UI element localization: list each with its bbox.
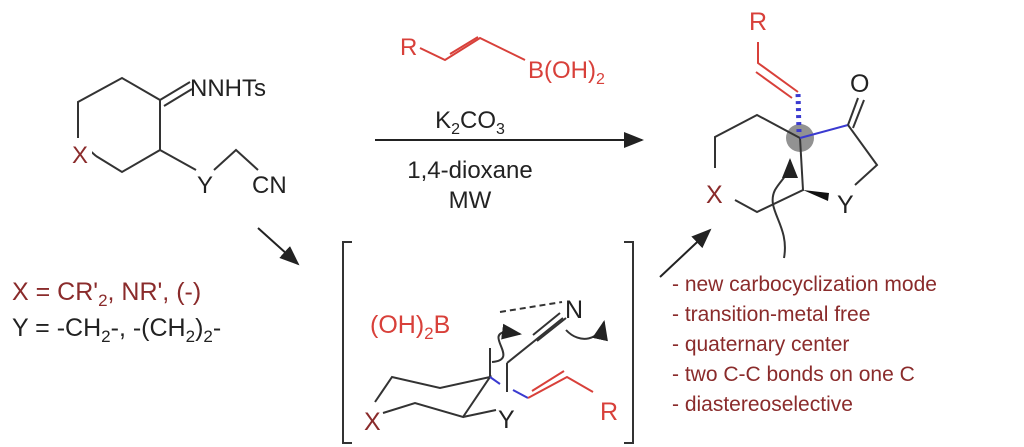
y-def-mid: -, -(CH [111, 314, 186, 342]
highlight-arrow [771, 158, 798, 259]
r-label: R [600, 398, 618, 426]
co-bond-1 [847, 97, 859, 126]
r-label: R [749, 8, 767, 36]
y-def-sub3: 2 [203, 327, 212, 346]
feature-item: - transition-metal free [672, 303, 870, 326]
vinyl [757, 42, 799, 93]
cn-double-bond-1 [159, 81, 191, 101]
x-def-sub: 2 [98, 291, 107, 310]
y-def-end: - [213, 314, 221, 342]
arrow-to-intermediate [257, 227, 300, 266]
ch2-bond [213, 148, 259, 171]
electron-arrow [565, 320, 608, 342]
y-def-lhs: Y = -CH [12, 314, 101, 342]
r-label: R [400, 34, 417, 61]
y-label: Y [837, 191, 854, 219]
boron-sub: 2 [424, 324, 433, 343]
o-label: O [850, 70, 869, 98]
boron-b: B [434, 311, 451, 339]
x-def-lhs: X = CR' [12, 278, 98, 306]
new-cc-bond [799, 124, 849, 139]
b-n-dashed [499, 301, 563, 313]
new-bond-2 [512, 389, 529, 399]
co-bond-2 [852, 99, 865, 129]
five-ring [847, 124, 879, 186]
x-definition: X = CR'2, NR', (-) [12, 278, 201, 310]
wedge-bond [803, 190, 829, 201]
feature-item: - new carbocyclization mode [672, 273, 937, 296]
x-label: X [72, 142, 88, 169]
solvent-label: 1,4-dioxane [407, 157, 532, 184]
triple-1 [506, 317, 564, 364]
nnhts-label: NNHTs [190, 75, 266, 102]
triple-3 [536, 317, 567, 342]
x-def-rhs: , NR', (-) [108, 278, 202, 306]
k-sub: 2 [451, 121, 460, 138]
x-label: X [706, 181, 723, 209]
cn-label: CN [252, 172, 287, 199]
y-def-sub1: 2 [101, 327, 110, 346]
feature-item: - diastereoselective [672, 393, 853, 416]
cyclohexane [374, 375, 493, 419]
six-ring-top [714, 113, 801, 168]
boron-label: (OH)2B [370, 311, 450, 343]
product: X O Y R [706, 8, 879, 259]
right-bracket [624, 241, 634, 444]
vinyl-double [531, 370, 565, 392]
vinyl [527, 375, 594, 399]
y-def-rhs: ) [195, 314, 203, 342]
y-ring-bond [462, 409, 497, 418]
feature-item: - quaternary center [672, 333, 849, 356]
boronic-acid-reagent: R B(OH)2 [400, 34, 605, 88]
y-label: Y [498, 406, 515, 434]
transition-state: (OH)2B N X Y R [342, 241, 634, 444]
heating-label: MW [449, 187, 492, 214]
starting-material: NNHTs X Y CN [70, 75, 287, 199]
x-label: X [364, 408, 381, 436]
six-ring-bottom [734, 137, 805, 214]
y-def-sub2: 2 [186, 327, 195, 346]
vinyl-double [755, 71, 793, 99]
vinyl-double [449, 36, 479, 55]
y-label: Y [197, 172, 213, 199]
y-definition: Y = -CH2-, -(CH2)2- [12, 314, 221, 346]
boronic-text: B(OH) [528, 57, 596, 84]
boronic-sub: 2 [596, 71, 605, 88]
y-bond [159, 149, 197, 171]
triple-2 [532, 312, 561, 336]
migration-arrow [491, 323, 522, 363]
co-sub: 3 [496, 121, 505, 138]
left-bracket [342, 241, 352, 444]
vinyl-bond [419, 36, 526, 62]
n-label: N [565, 296, 583, 324]
feature-list: - new carbocyclization mode - transition… [672, 273, 937, 416]
ring-bonds [77, 76, 161, 174]
boronic-label: B(OH)2 [528, 57, 605, 88]
new-bond-1 [489, 376, 501, 385]
co: CO [460, 107, 496, 134]
base-label: K2CO3 [435, 107, 505, 138]
boron-pre: (OH) [370, 311, 424, 339]
feature-item: - two C-C bonds on one C [672, 363, 915, 386]
cn-double-bond-2 [163, 88, 193, 107]
arrow-to-product [659, 228, 712, 278]
k: K [435, 107, 451, 134]
